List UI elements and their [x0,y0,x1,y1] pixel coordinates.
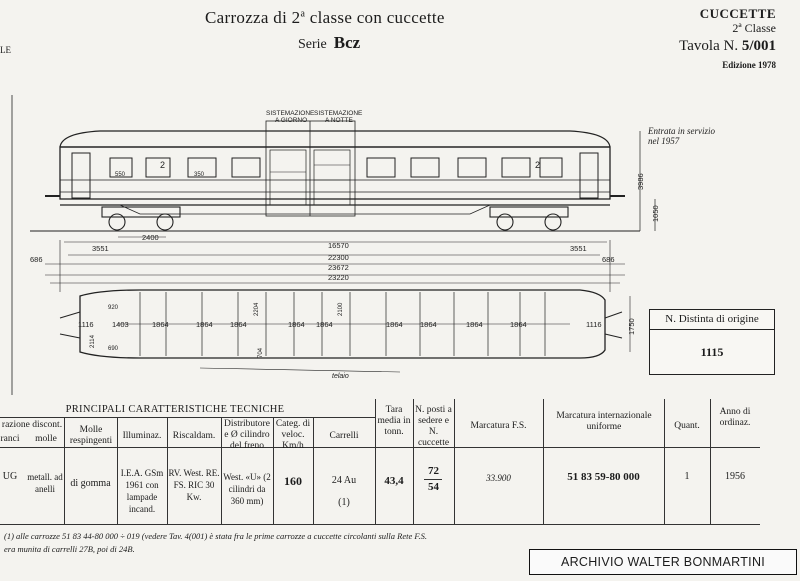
dim-side-c: 690 [108,346,119,352]
sistemazione-notte-line2: A NOTTE [325,117,353,124]
entry-note-line1: Entrata in servizio [648,126,715,136]
series-label: Serie Bcz [298,33,361,52]
dim-inner-a: 2204 [254,302,260,316]
value-molle: metall. ad anelli [27,472,63,494]
header-anno: Anno di ordinaz. [719,407,751,428]
tech-table: PRINCIPALI CARATTERISTICHE TECNICHE razi… [0,399,760,525]
dim-plan-width: 1750 [627,318,636,335]
class-mark-right: 2 [535,160,540,170]
dim-buffers-b: 23220 [328,273,349,282]
header-riscaldamento: Riscaldam. [172,431,216,441]
dim-comp-4: 1864 [288,320,305,329]
header-marcatura-fs: Marcatura F.S. [470,421,527,431]
value-posti-cuccette: 54 [428,481,439,493]
dim-buffers-a: 23672 [328,263,349,272]
value-marcatura-int: 51 83 59-80 000 [567,471,640,483]
value-posti-sedere: 72 [428,465,439,477]
dim-comp-6: 1864 [386,320,403,329]
value-marcatura-fs: 33.900 [486,473,511,483]
footnote-line2: era munita di carrelli 27B, poi di 24B. [4,544,135,554]
header-quantita: Quant. [674,421,700,431]
entry-note-line2: nel 1957 [648,136,680,146]
tavola-label: Tavola N. 5/001 [679,38,776,54]
edge-text: LE [0,45,11,55]
dim-side-a: 1403 [112,320,129,329]
sistemazione-giorno-line1: SISTEMAZIONE [266,110,315,117]
value-illuminazione: I.E.A. GSm 1961 con lampade incand. [120,468,164,514]
dim-comp-9: 1864 [510,320,527,329]
dim-comp-3: 1864 [230,320,247,329]
dim-inner-b: 704 [258,347,264,358]
edition-label: Edizione 1978 [722,60,776,70]
plan-label: telaio [332,373,349,380]
class-mark-left: 2 [160,160,165,170]
entry-note: Entrata in servizio nel 1957 [648,126,728,146]
sistemazione-notte-line1: SISTEMAZIONE [314,110,363,117]
distinta-box: N. Distinta di origine 1115 [649,309,775,375]
dim-height: 3986 [636,173,645,190]
footnote-line1: (1) alle carrozze 51 83 44-80 000 ÷ 019 … [4,531,427,541]
window-number-b: 350 [194,172,205,178]
class-label: 2ª Classe [732,21,776,35]
header-sospensione: razione discont. [1,420,63,430]
value-anno: 1956 [725,471,745,482]
header-distributore: Distributore e Ø cilindro del freno [224,419,270,451]
dim-floor: 1050 [651,205,660,222]
value-respingenti: di gomma [70,478,111,489]
distinta-label: N. Distinta di origine [650,310,774,330]
value-tara: 43,4 [384,475,404,487]
header-franchi: ranci [0,434,20,444]
header-marcatura-int: Marcatura internazionale uniforme [556,411,652,432]
header-molle: molle [35,434,57,444]
sistemazione-giorno-line2: A GIORNO [275,117,307,124]
dim-overhang-right: 3551 [570,244,587,253]
header-posti: N. posti a sedere e N. cuccette [415,405,452,448]
header-illuminazione: Illuminaz. [122,431,162,441]
dim-comp-7: 1864 [420,320,437,329]
value-categoria: 160 [284,474,302,488]
dim-end-plan-right: 1116 [586,320,602,329]
distinta-value: 1115 [700,345,724,359]
dim-end-left: 686 [30,255,43,264]
dim-pivot: 16570 [328,241,349,250]
header-respingenti: Molle respingenti [69,425,113,446]
value-riscaldamento: RV. West. RE. FS. RIC 30 Kw. [168,468,220,502]
dim-side-b: 920 [108,305,119,311]
window-number-a: 550 [115,172,126,178]
footnote: (1) alle carrozze 51 83 44-80 000 ÷ 019 … [4,530,427,556]
dim-comp-5: 1864 [316,320,333,329]
dim-inner-c: 2100 [338,302,344,316]
dim-comp-8: 1864 [466,320,483,329]
dim-body: 22300 [328,253,349,262]
technical-drawing: SISTEMAZIONE A GIORNO SISTEMAZIONE A NOT… [11,95,660,395]
dim-end-right: 686 [602,255,615,264]
series-code: Bcz [333,33,361,52]
value-franchi: UG [2,471,18,482]
dim-overhang-left: 3551 [92,244,109,253]
header-carrelli: Carrelli [329,431,359,441]
value-carrelli: 24 Au [331,475,357,486]
value-quantita: 1 [684,471,690,482]
header-categoria: Categ. di veloc. Km/h [275,419,311,451]
dim-end-plan-left: 1116 [78,320,94,329]
dim-bogie: 2400 [142,233,159,242]
archive-watermark: ARCHIVIO WALTER BONMARTINI [529,549,797,575]
category-label: CUCCETTE [699,6,776,21]
header-tara: Tara media in tonn. [377,405,411,437]
value-carrelli-note: (1) [338,497,350,508]
dim-comp-2: 1864 [196,320,213,329]
dim-side-d: 2114 [90,334,96,348]
dim-comp-1: 1864 [152,320,169,329]
tech-title: PRINCIPALI CARATTERISTICHE TECNICHE [65,404,285,415]
value-distributore: West. «U» (2 cilindri da 360 mm) [223,472,271,506]
page-title: Carrozza di 2a classe con cuccette [205,8,445,27]
